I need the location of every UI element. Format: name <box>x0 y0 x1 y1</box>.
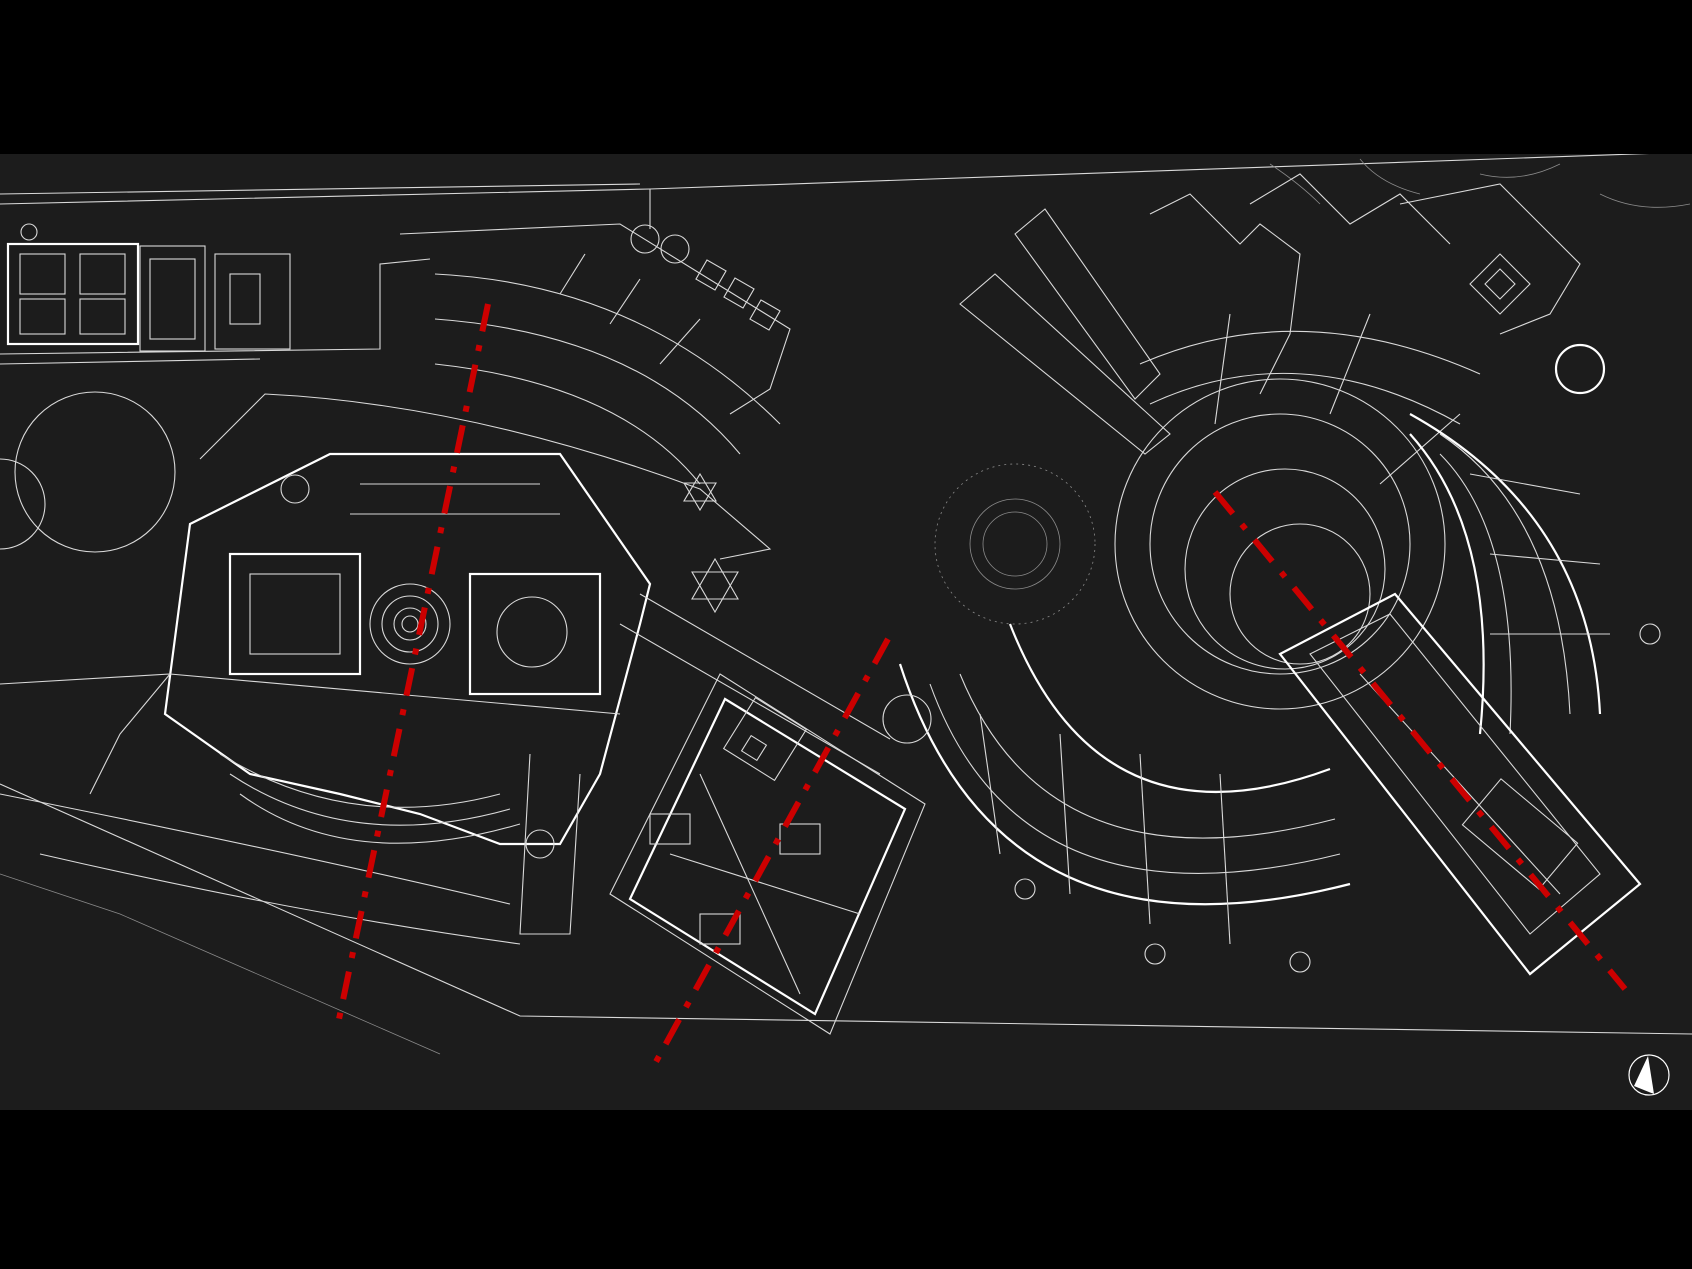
central-residence <box>609 673 926 1035</box>
top-left-villa <box>0 223 431 365</box>
west-main-building <box>0 452 891 945</box>
site-plan-drawing <box>0 154 1692 1110</box>
east-crescent-building <box>882 343 1661 973</box>
east-courtyard-rings <box>934 378 1446 710</box>
section-axis-c <box>1212 490 1628 991</box>
left-circles <box>0 391 176 553</box>
north-arrow-icon <box>1624 1050 1674 1100</box>
star-of-david-icon <box>683 472 739 614</box>
section-axis-b <box>649 637 891 1071</box>
site-boundary <box>0 154 1692 1055</box>
west-arc-wing <box>199 223 791 560</box>
north-east-pavilions <box>959 173 1581 485</box>
east-diagonal-annex <box>1278 592 1642 976</box>
section-axes <box>335 303 1628 1071</box>
site-plan-svg <box>0 154 1692 1071</box>
